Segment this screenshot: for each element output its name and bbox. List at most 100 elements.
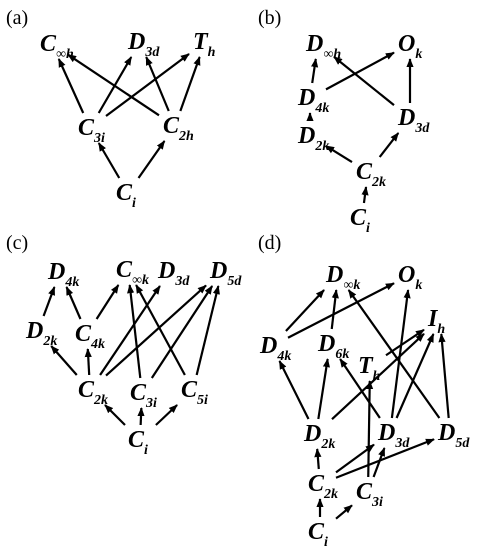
node-subscript: 3i xyxy=(145,396,157,411)
node-subscript: 4k xyxy=(314,101,329,116)
edge-b-Ci-to-C2k xyxy=(361,186,369,204)
edge-b-D4k-to-Doh xyxy=(311,58,319,84)
node-subscript: ∞h xyxy=(56,47,74,62)
panel-label-d: (d) xyxy=(258,232,281,254)
node-c-C3i: C3i xyxy=(130,380,157,411)
edge-b-D4k-to-Ok xyxy=(325,51,395,91)
node-subscript: 4k xyxy=(64,275,79,290)
edge-d-C2k-to-D2k xyxy=(314,448,322,470)
edge-a-C3i-to-Coh xyxy=(57,58,85,114)
node-a-C2h: C2h xyxy=(163,113,194,144)
node-c-D5d: D5d xyxy=(209,258,242,289)
edge-c-Ci-to-C5i xyxy=(155,404,178,426)
node-symbol: C xyxy=(163,113,180,139)
node-b-Doh: D∞h xyxy=(305,31,341,62)
node-subscript: 5d xyxy=(455,436,470,451)
edge-a-C3i-to-Th xyxy=(105,53,190,117)
node-d-D3d: D3d xyxy=(377,420,410,451)
node-symbol: C xyxy=(356,479,373,505)
node-b-D3d: D3d xyxy=(397,105,430,136)
node-subscript: 3i xyxy=(371,495,383,510)
node-subscript: ∞h xyxy=(323,47,341,62)
node-d-D5d: D5d xyxy=(437,420,470,451)
node-symbol: C xyxy=(350,205,367,231)
edge-c-D2k-to-D4k xyxy=(42,286,56,317)
edges-layer xyxy=(42,51,450,520)
node-d-C3i: C3i xyxy=(356,479,383,510)
node-symbol: C xyxy=(356,159,373,185)
edge-a-C2h-to-D3d xyxy=(145,56,170,112)
node-symbol: O xyxy=(398,31,415,57)
node-subscript: i xyxy=(144,443,148,458)
node-symbol: D xyxy=(157,258,175,284)
node-symbol: D xyxy=(305,31,323,57)
edge-d-D3d-to-Ok xyxy=(390,289,411,419)
edge-d-D4k-to-Dok xyxy=(285,289,325,332)
node-subscript: ∞k xyxy=(343,278,360,293)
edge-d-Ci-to-C3i xyxy=(335,504,353,520)
node-c-D3d: D3d xyxy=(157,258,190,289)
panel-label-b: (b) xyxy=(258,7,281,29)
edge-c-C4k-to-D4k xyxy=(65,286,82,320)
edge-c-C3i-to-D5d xyxy=(150,285,214,379)
node-c-C2k: C2k xyxy=(78,377,108,408)
node-symbol: D xyxy=(297,85,315,111)
node-symbol: C xyxy=(116,180,133,206)
node-subscript: 5d xyxy=(227,274,242,289)
node-subscript: i xyxy=(132,196,136,211)
node-d-C2k: C2k xyxy=(308,471,338,502)
node-symbol: C xyxy=(116,257,133,283)
node-a-Th: Th xyxy=(193,29,216,60)
node-subscript: 2k xyxy=(371,175,386,190)
node-subscript: 3d xyxy=(394,436,410,451)
node-subscript: 4k xyxy=(90,337,105,352)
node-d-Ih: Ih xyxy=(427,306,445,337)
edge-c-C3i-to-Cok xyxy=(127,284,142,379)
edge-d-D2k-to-D6k xyxy=(317,358,330,420)
node-c-Ci: Ci xyxy=(128,427,148,458)
node-b-Ok: Ok xyxy=(398,31,422,62)
node-symbol: C xyxy=(308,519,325,545)
edge-a-Ci-to-C2h xyxy=(137,140,166,179)
edge-d-D5d-to-Ih xyxy=(438,333,450,419)
node-symbol: I xyxy=(427,306,439,332)
edge-c-C2k-to-D2k xyxy=(50,345,78,376)
node-d-D2k: D2k xyxy=(303,421,335,452)
edge-d-C3i-to-D3d xyxy=(372,447,386,478)
panel-label-a: (a) xyxy=(6,7,28,29)
edge-a-C2h-to-Coh xyxy=(67,53,160,117)
node-subscript: 5i xyxy=(197,393,208,408)
edge-d-C3i-to-Th xyxy=(366,380,374,478)
node-symbol: C xyxy=(308,471,325,497)
node-subscript: 2k xyxy=(93,393,108,408)
node-b-Ci: Ci xyxy=(350,205,370,236)
node-symbol: C xyxy=(181,377,198,403)
node-subscript: 2k xyxy=(323,487,338,502)
edge-c-C2k-to-C4k xyxy=(84,348,92,376)
node-subscript: 3d xyxy=(144,45,160,60)
edge-a-Ci-to-C3i xyxy=(97,142,121,179)
edge-d-D3d-to-D6k xyxy=(339,358,381,419)
node-symbol: D xyxy=(317,331,335,357)
node-b-D2k: D2k xyxy=(297,123,329,154)
node-symbol: D xyxy=(209,258,227,284)
node-b-C2k: C2k xyxy=(356,159,386,190)
edge-a-C2h-to-Th xyxy=(179,56,201,112)
edge-d-D4k-to-Ok xyxy=(287,282,395,339)
edge-d-D3d-to-Ih xyxy=(395,333,435,419)
node-symbol: D xyxy=(259,333,277,359)
node-subscript: 3d xyxy=(174,274,190,289)
node-symbol: D xyxy=(397,105,415,131)
edge-b-C2k-to-D3d xyxy=(378,132,400,158)
panel-label-c: (c) xyxy=(6,232,28,254)
node-symbol: C xyxy=(40,31,57,57)
node-symbol: D xyxy=(47,259,65,285)
node-symbol: D xyxy=(437,420,455,446)
node-d-Th: Th xyxy=(358,353,381,384)
node-subscript: i xyxy=(366,221,370,236)
edge-c-C4k-to-Cok xyxy=(95,284,120,320)
node-b-D4k: D4k xyxy=(297,85,329,116)
